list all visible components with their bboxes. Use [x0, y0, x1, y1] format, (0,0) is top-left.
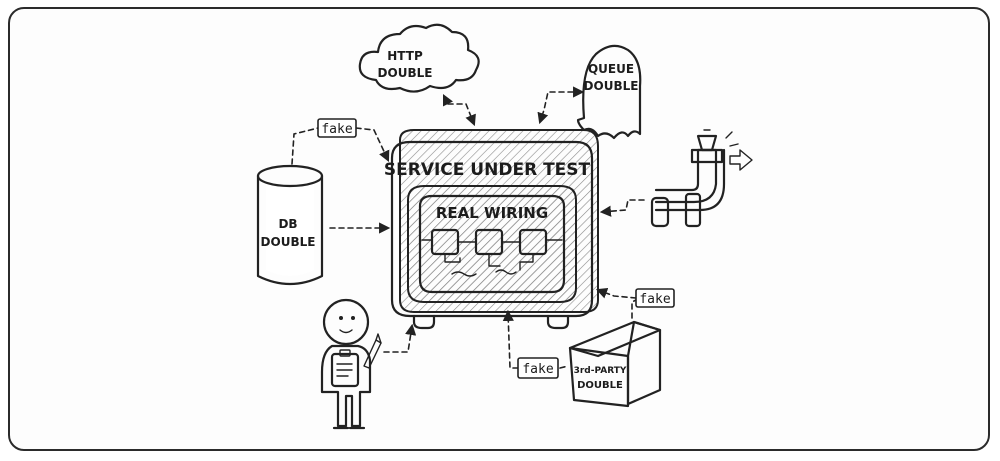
pipe-connector	[599, 199, 645, 217]
queue-label-line2: DOUBLE	[584, 79, 639, 93]
fake-top-left-line	[291, 127, 319, 165]
service-title: SERVICE UNDER TEST	[384, 160, 591, 180]
fake-tag-right-label: fake	[639, 292, 670, 307]
service-under-test: SERVICE UNDER TEST REAL WIRING	[384, 129, 599, 330]
fake-tag-top-label: fake	[321, 122, 352, 137]
real-wiring-panel: REAL WIRING	[407, 185, 577, 303]
left-foot	[412, 314, 436, 330]
clipboard-icon	[330, 349, 360, 388]
fake-top-right-line	[355, 127, 390, 163]
fake-bottom-left-line	[502, 309, 519, 369]
ghost-icon	[576, 44, 642, 140]
cloud-icon	[358, 23, 480, 93]
third-party-label-line2: DOUBLE	[577, 380, 623, 391]
third-party-label-line1: 3rd-PARTY	[574, 366, 627, 376]
inner-title: REAL WIRING	[436, 204, 548, 222]
stick-figure-icon	[320, 298, 382, 430]
pipe-icon	[650, 129, 753, 228]
db-double: DB DOUBLE	[256, 164, 324, 286]
fake-tag-right: fake	[635, 288, 675, 308]
db-label-line1: DB	[278, 217, 297, 231]
fake-right-upper-line	[595, 287, 637, 299]
arrow-right-icon	[729, 149, 753, 171]
queue-double: QUEUE DOUBLE	[576, 44, 642, 140]
http-double: HTTP DOUBLE	[358, 23, 480, 93]
fake-tag-bottom: fake	[517, 357, 559, 379]
fake-tag-top: fake	[317, 118, 357, 138]
fake-bottom-right-line	[559, 365, 569, 369]
third-party-double: 3rd-PARTY DOUBLE	[568, 320, 662, 408]
http-connector	[442, 93, 476, 127]
figure-head	[322, 298, 370, 346]
fake-tag-bottom-label: fake	[522, 362, 553, 377]
figure-connector	[383, 323, 417, 353]
queue-label-line1: QUEUE	[588, 62, 634, 76]
cube-icon	[568, 346, 630, 408]
http-label-line1: HTTP	[387, 49, 423, 63]
queue-connector	[537, 86, 585, 125]
http-label-line2: DOUBLE	[378, 66, 433, 80]
pencil-icon	[363, 333, 382, 369]
connectors	[291, 86, 645, 369]
right-foot	[546, 314, 570, 330]
db-label-line2: DOUBLE	[261, 235, 316, 249]
